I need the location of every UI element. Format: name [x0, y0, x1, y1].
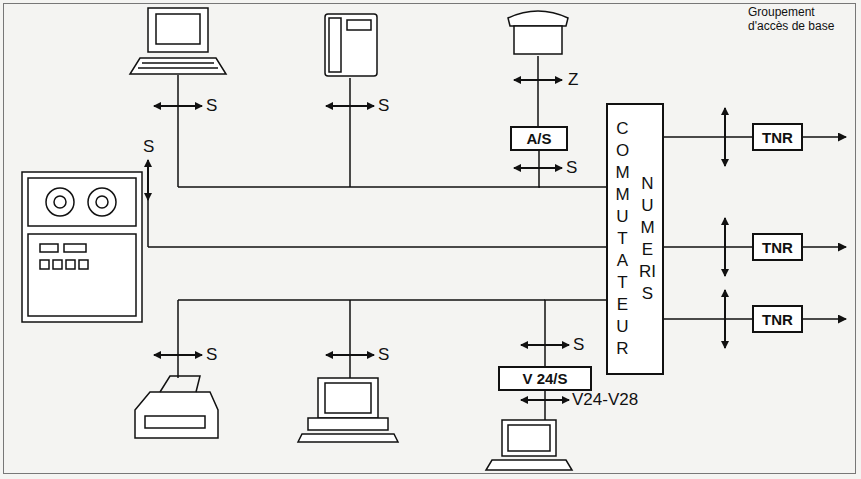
interface-label: Z: [568, 71, 578, 89]
box-label: TNR: [762, 239, 793, 256]
interface-label: S: [206, 97, 217, 115]
interface-label: S: [378, 346, 389, 364]
connector: [664, 246, 752, 248]
interface-label: S: [143, 138, 154, 156]
terminal-box: TNR: [752, 233, 803, 261]
terminal-box: TNR: [752, 305, 803, 333]
line-out: [803, 136, 846, 138]
terminal-box: TNR: [752, 123, 803, 151]
interface-label: S: [378, 97, 389, 115]
connector: [664, 318, 752, 320]
interface-label: S: [206, 346, 217, 364]
interface-label: V24-V28: [572, 391, 638, 409]
switch-box: COMMUTATEUR NUMERIS: [606, 103, 664, 375]
interface-label: S: [573, 336, 584, 354]
converter-box: A/S: [510, 126, 568, 151]
line-out: [803, 246, 846, 248]
box-label: V 24/S: [522, 370, 567, 387]
group-note: Groupement d'accès de base: [748, 5, 848, 33]
connector: [539, 151, 606, 187]
connector: [545, 300, 606, 366]
connector: [664, 136, 752, 138]
box-label: TNR: [762, 311, 793, 328]
vertical-label: COMMUTATEUR: [614, 118, 631, 360]
box-label: TNR: [762, 129, 793, 146]
box-label: A/S: [526, 130, 551, 147]
vertical-label: NUMERIS: [639, 173, 656, 305]
converter-box: V 24/S: [498, 366, 592, 391]
line-out: [803, 318, 846, 320]
interface-label: S: [566, 159, 577, 177]
